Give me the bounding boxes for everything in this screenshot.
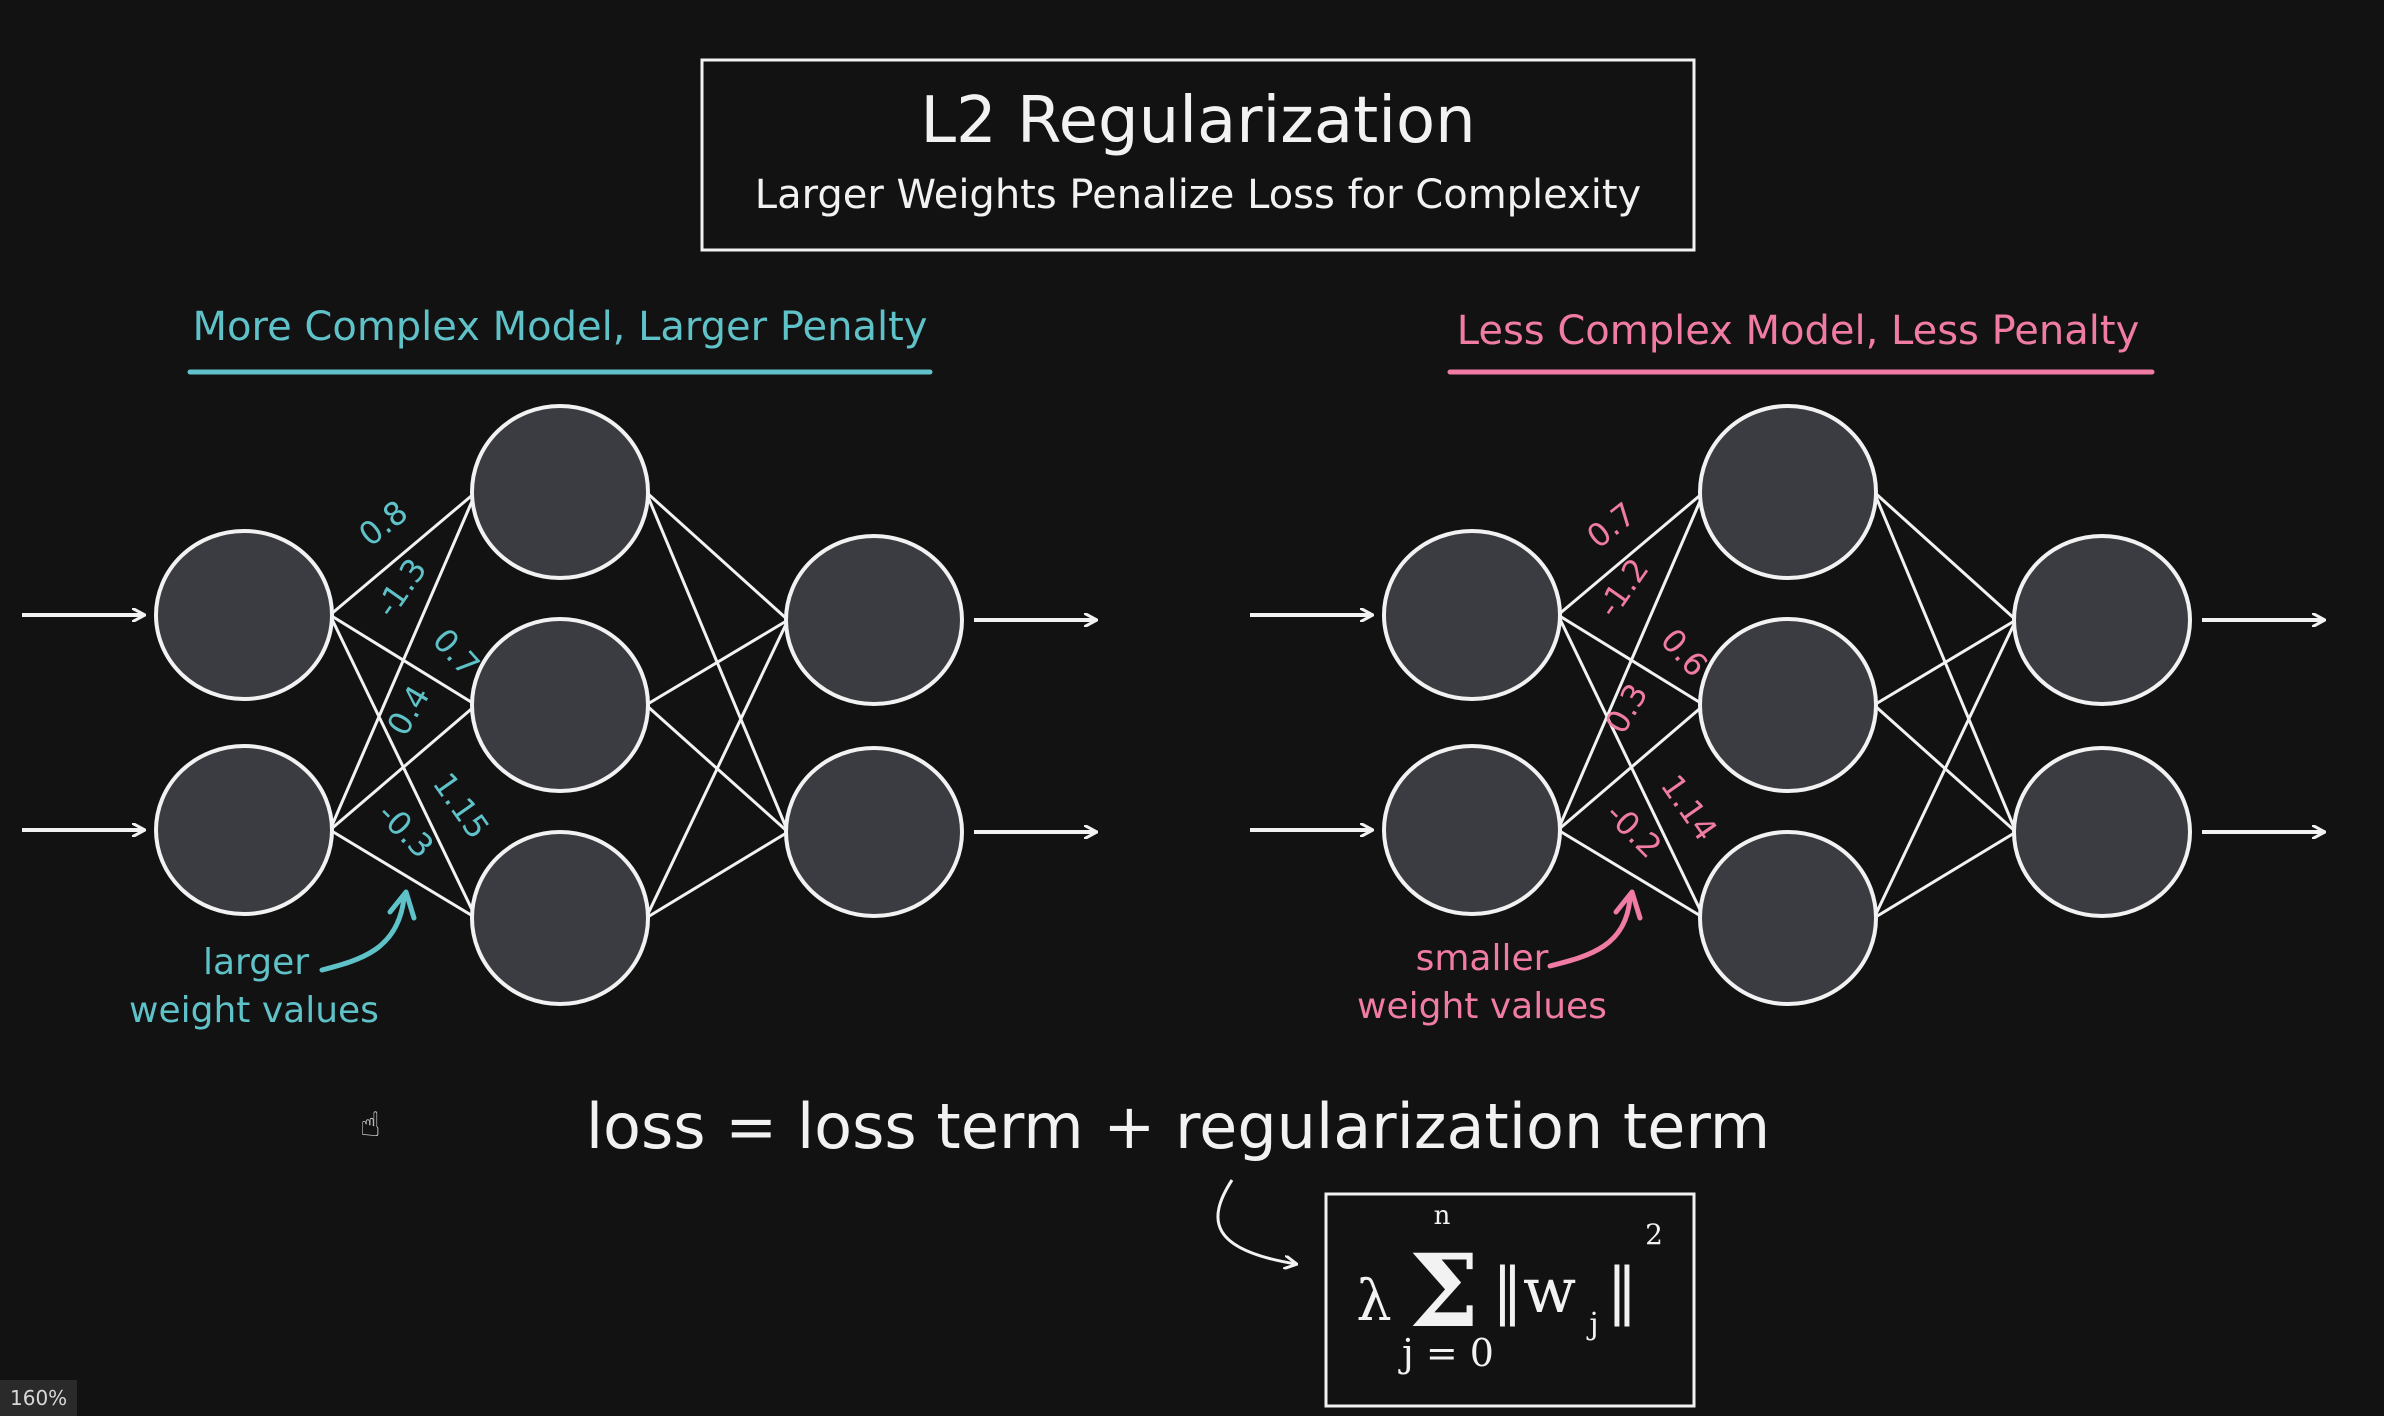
input-node (154, 529, 334, 701)
hidden-node (470, 404, 650, 580)
title: L2 Regularization (920, 84, 1475, 158)
left-annotation: larger weight values (129, 889, 417, 1031)
sum-lower-bound: j = 0 (1398, 1331, 1494, 1375)
network-edge (1872, 619, 2018, 919)
network-edge (329, 490, 477, 617)
right-annotation-line2: weight values (1357, 986, 1607, 1027)
right-weight-label: 0.3 (1597, 677, 1655, 740)
network-edge (645, 830, 789, 920)
hidden-node (1698, 404, 1878, 580)
network-edge (644, 619, 790, 919)
norm-term: ‖w (1492, 1254, 1576, 1327)
regularization-term-box (1324, 1192, 1696, 1408)
output-node (784, 534, 964, 706)
left-weight-label: -0.3 (370, 795, 441, 866)
norm-close: ‖ (1607, 1254, 1638, 1327)
sum-upper-bound: n (1434, 1201, 1451, 1231)
left-annotation-line2: weight values (129, 990, 379, 1031)
left-neural-network (22, 404, 1096, 1006)
left-annotation-line1: larger (203, 942, 309, 983)
input-node (1382, 744, 1562, 916)
right-weight-label: -0.2 (1598, 795, 1669, 866)
network-edge (645, 618, 789, 707)
network-edge (328, 491, 478, 831)
sum-symbol: Σ (1409, 1232, 1480, 1350)
norm-power: 2 (1645, 1218, 1663, 1251)
network-edge (1557, 703, 1705, 832)
input-node (1382, 529, 1562, 701)
hand-cursor-icon: ☝ (360, 1105, 381, 1145)
subtitle: Larger Weights Penalize Loss for Complex… (755, 172, 1641, 218)
title-frame (700, 58, 1696, 252)
hidden-node (1698, 617, 1878, 793)
left-panel-heading: More Complex Model, Larger Penalty (193, 304, 928, 350)
right-annotation-line1: smaller (1416, 938, 1549, 979)
left-annotation-arrow-icon (319, 895, 407, 973)
network-edge (1557, 490, 1705, 617)
output-node (2012, 746, 2192, 918)
output-node (784, 746, 964, 918)
right-neural-network (1250, 404, 2324, 1006)
right-annotation-arrow-icon (1547, 895, 1633, 969)
input-node (154, 744, 334, 916)
hidden-node (470, 830, 650, 1006)
formula-arrow-icon (1216, 1179, 1296, 1264)
network-edge (644, 490, 790, 622)
hidden-node (1698, 830, 1878, 1006)
left-annotation-arrowhead-icon (387, 889, 417, 921)
hidden-node (470, 617, 650, 793)
right-weight-label: -1.2 (1590, 551, 1657, 624)
right-annotation: smaller weight values (1357, 889, 1643, 1027)
network-edge (1872, 490, 2018, 622)
network-edge (1556, 491, 1706, 831)
left-weight-label: 0.8 (351, 493, 414, 554)
left-heading-group: More Complex Model, Larger Penalty (187, 304, 933, 375)
lambda-symbol: λ (1356, 1269, 1392, 1334)
norm-subscript: j (1586, 1307, 1598, 1342)
network-edge (1873, 830, 2017, 920)
network-edge (329, 828, 477, 920)
right-annotation-arrowhead-icon (1613, 889, 1643, 921)
zoom-level[interactable]: 160% (0, 1380, 78, 1416)
network-edge (329, 703, 477, 832)
title-box: L2 Regularization Larger Weights Penaliz… (700, 58, 1696, 252)
right-weight-label: 0.7 (1579, 495, 1642, 556)
network-edge (1557, 828, 1705, 920)
right-heading-group: Less Complex Model, Less Penalty (1447, 308, 2155, 375)
network-edge (1873, 618, 2017, 707)
output-node (2012, 534, 2192, 706)
loss-equation: loss = loss term + regularization term (586, 1090, 1770, 1163)
loss-formula: loss = loss term + regularization term λ… (586, 1090, 1770, 1408)
right-panel-heading: Less Complex Model, Less Penalty (1457, 308, 2140, 354)
